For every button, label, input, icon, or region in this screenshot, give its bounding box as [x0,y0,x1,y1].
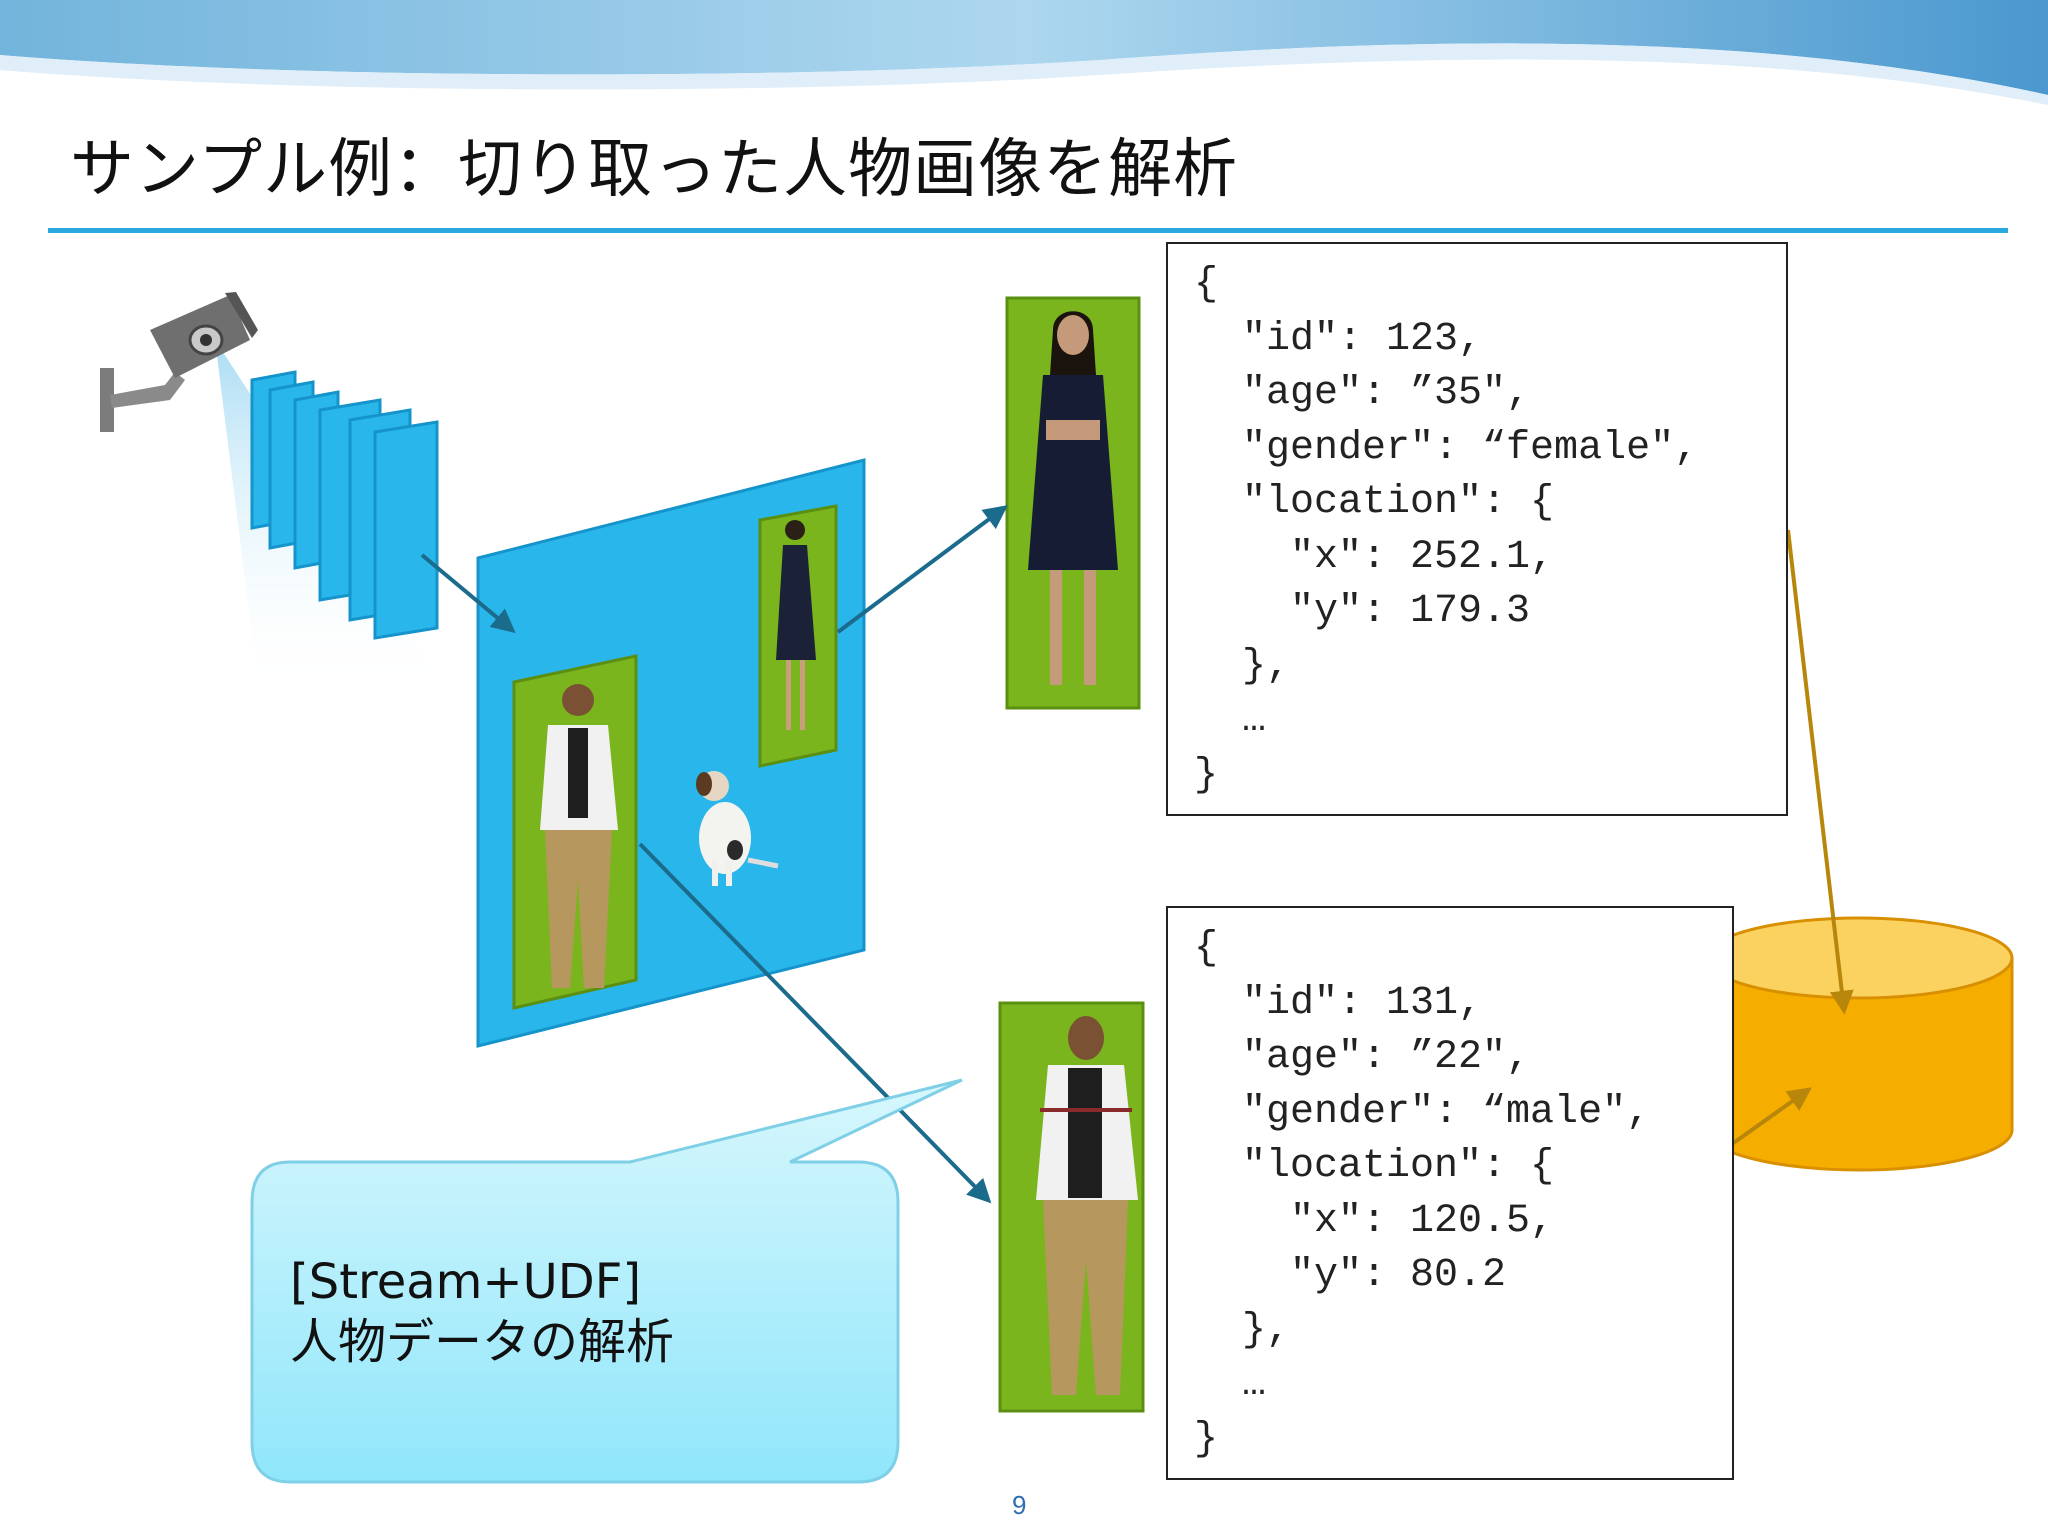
arrow-frames-to-frame [420,553,516,634]
slide-title: サンプル例：切り取った人物画像を解析 [70,133,1239,207]
arrow-to-female-crop [836,505,1008,634]
title-rule [48,228,2008,233]
json-line: "age": ”35", [1194,371,1531,416]
database-icon [1704,916,2014,1172]
top-wave [0,0,2048,95]
json-line: "age": ”22", [1194,1035,1531,1080]
json-record-1-text: { "id": 123, "age": ”35", "gender": “fem… [1168,244,1786,803]
dog-icon [696,771,779,886]
json-line: "location": { [1194,1144,1555,1189]
json-line: "y": 179.3 [1194,589,1531,634]
arrow-to-male-crop [638,842,992,1204]
json-line: "x": 120.5, [1194,1198,1555,1244]
person-female-icon-small [776,520,816,730]
json-line: }, [1194,643,1291,689]
page-number: 9 [1012,1490,1027,1520]
json-line: "gender": “male", [1194,1089,1651,1135]
json-line: "gender": “female", [1194,425,1699,471]
json-line: "x": 252.1, [1194,534,1555,580]
json-line: } [1194,752,1219,798]
json-record-2: { "id": 131, "age": ”22", "gender": “mal… [1166,906,1734,1480]
person-male-icon-small [540,684,618,988]
json-line: }, [1194,1307,1291,1353]
json-line: "id": 123, [1194,316,1483,362]
arrow-json1-to-db [1786,529,1854,1015]
person-male-icon [1036,1016,1138,1395]
json-line: } [1194,1416,1219,1462]
json-line: { [1194,262,1219,307]
json-line: "y": 80.2 [1194,1253,1507,1298]
json-record-1: { "id": 123, "age": ”35", "gender": “fem… [1166,242,1788,816]
callout-text: [Stream+UDF] 人物データの解析 [290,1252,674,1372]
json-line: "id": 131, [1194,980,1483,1026]
json-line: … [1194,698,1267,743]
json-line: … [1194,1362,1267,1407]
callout-bubble [250,1078,963,1484]
json-line: "location": { [1194,480,1555,525]
person-female-icon [1028,311,1118,685]
video-frame-stack [250,370,439,640]
callout-line-2: 人物データの解析 [290,1314,675,1370]
json-record-2-text: { "id": 131, "age": ”22", "gender": “mal… [1168,908,1732,1467]
json-line: { [1194,926,1219,971]
callout-line-1: [Stream+UDF] [290,1254,642,1310]
